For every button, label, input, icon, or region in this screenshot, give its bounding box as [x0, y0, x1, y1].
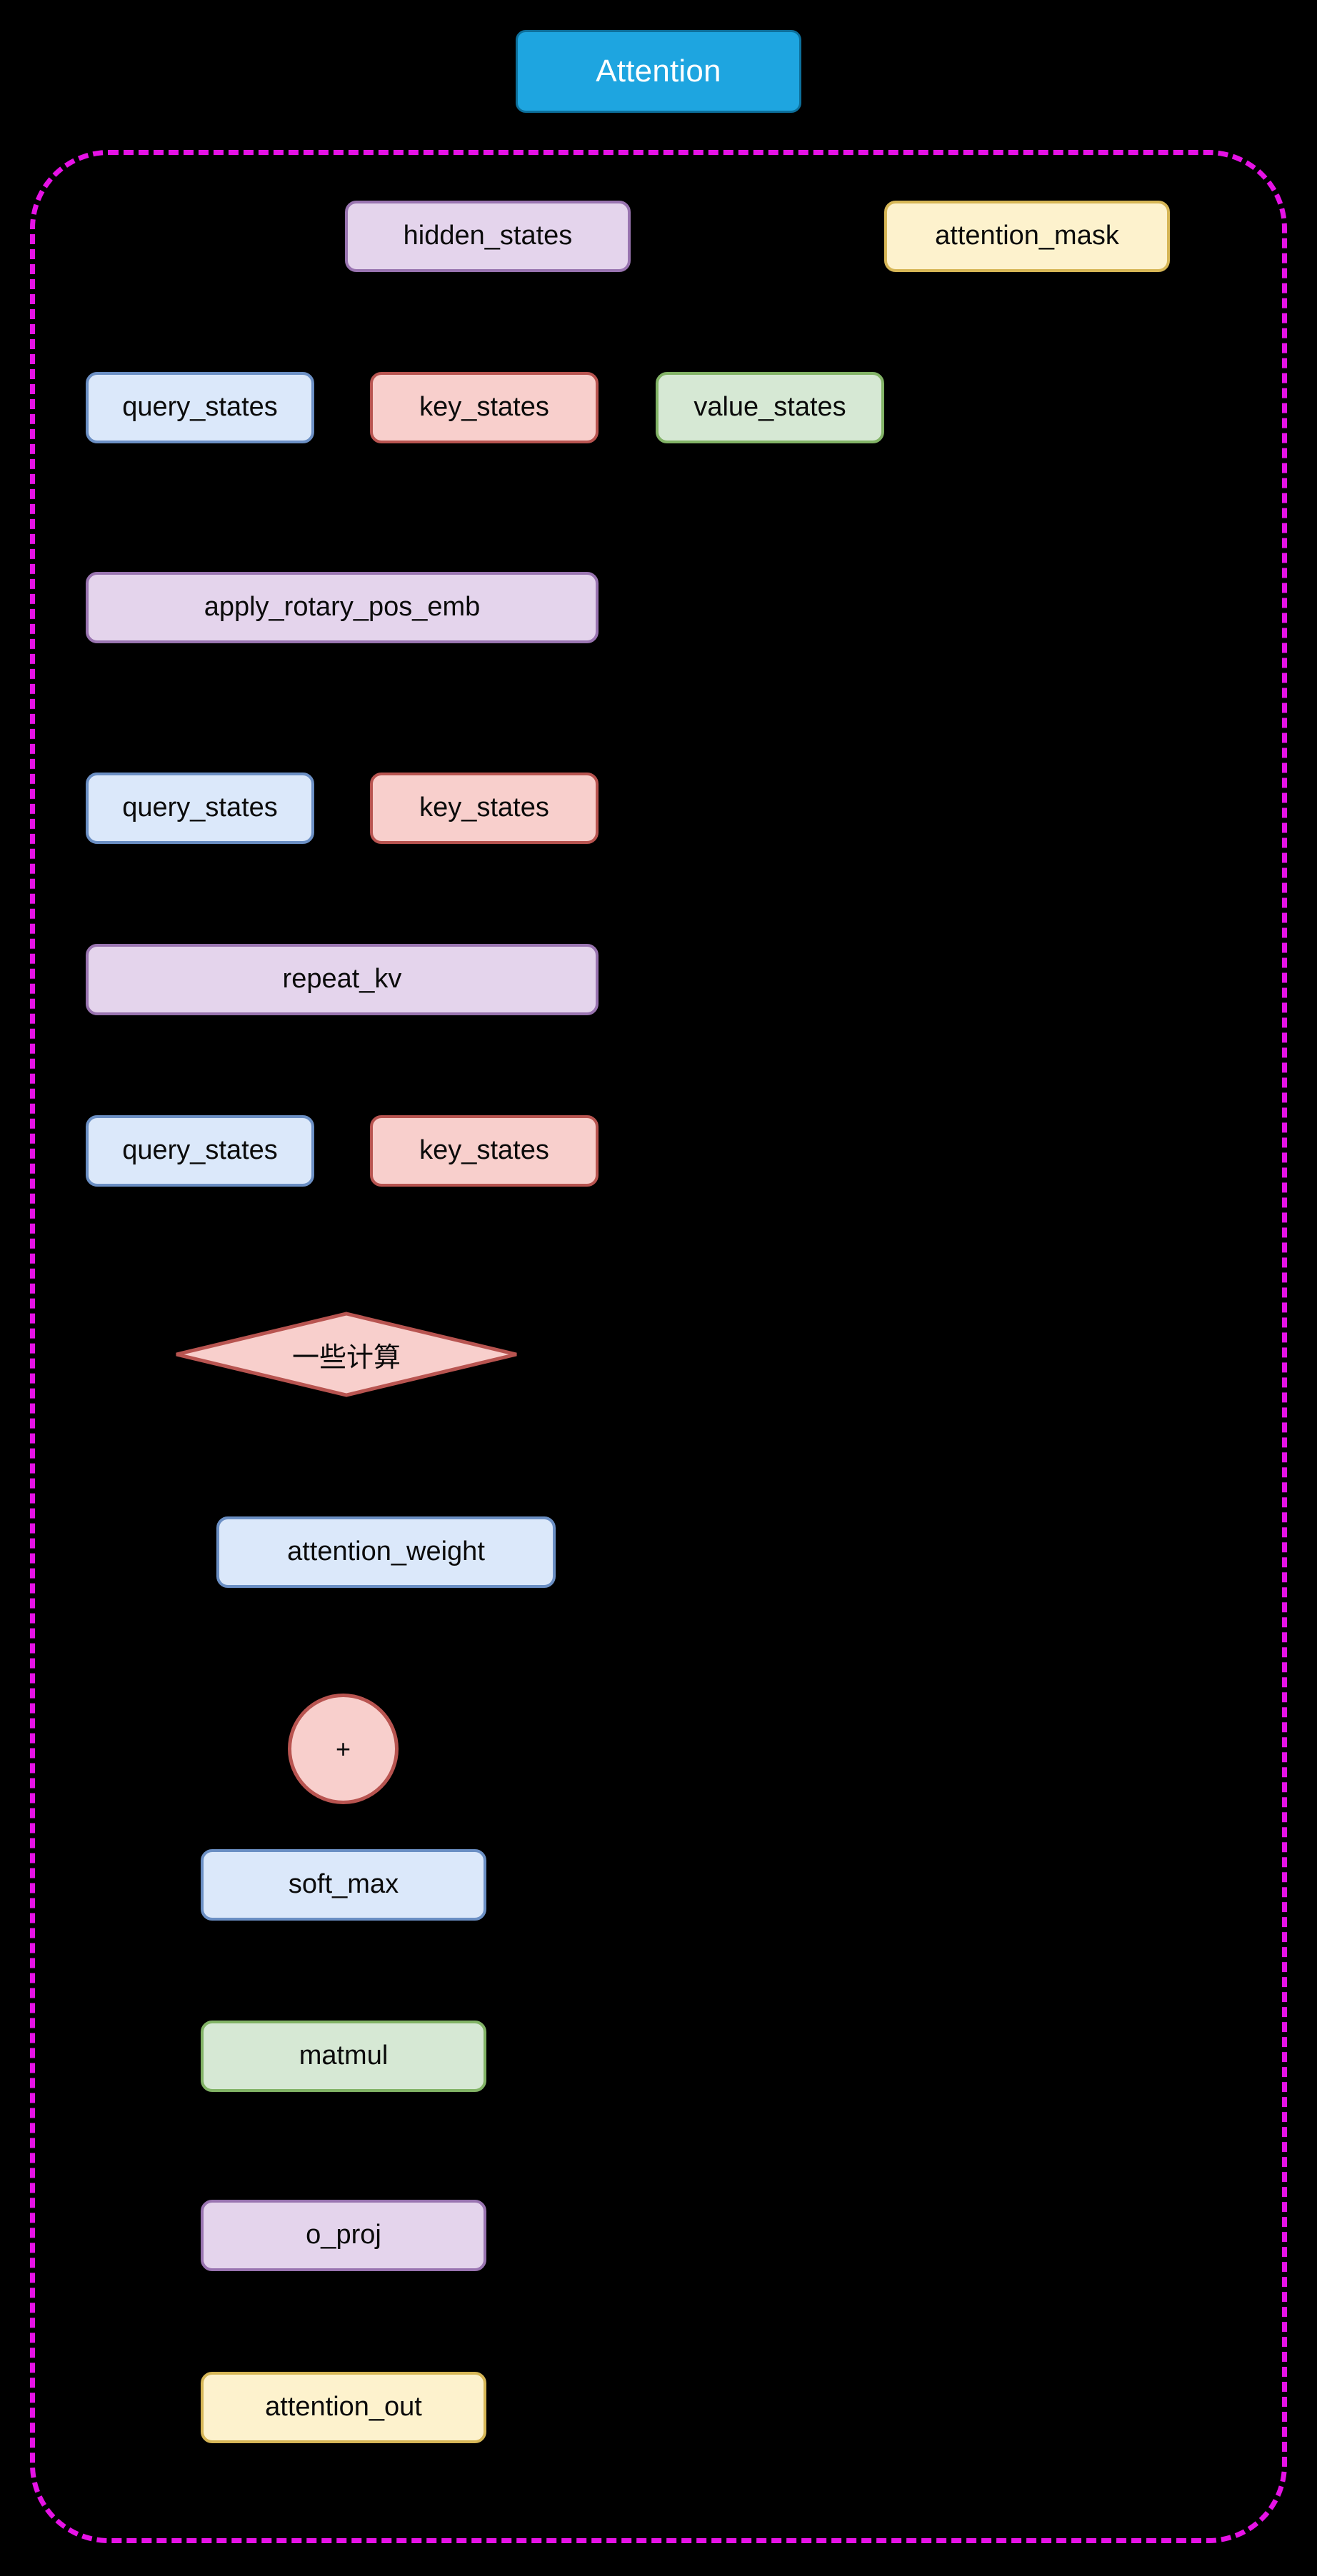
diagram-node-label: key_states: [419, 793, 549, 823]
diagram-node-label: matmul: [299, 2041, 389, 2071]
diagram-node-key_states_2[interactable]: key_states: [370, 773, 599, 844]
diagram-node-soft_max[interactable]: soft_max: [201, 1849, 486, 1921]
diamond-shape: [176, 1312, 517, 1397]
diagram-node-label: apply_rotary_pos_emb: [204, 592, 481, 623]
diagram-node-label: attention_weight: [287, 1536, 485, 1567]
attention-subgraph-boundary: [30, 150, 1287, 2543]
diagram-node-repeat_kv[interactable]: repeat_kv: [86, 944, 599, 1015]
diagram-node-attention_mask[interactable]: attention_mask: [884, 201, 1170, 272]
diagram-node-key_states_1[interactable]: key_states: [370, 372, 599, 443]
diagram-node-label: query_states: [122, 1135, 278, 1166]
diagram-node-attention_weight[interactable]: attention_weight: [216, 1516, 556, 1588]
diagram-node-label: hidden_states: [403, 221, 573, 251]
diagram-node-query_states_2[interactable]: query_states: [86, 773, 314, 844]
diagram-node-label: query_states: [122, 392, 278, 423]
diagram-node-label: query_states: [122, 793, 278, 823]
diagram-node-attention_out[interactable]: attention_out: [201, 2372, 486, 2443]
diagram-title-label: Attention: [596, 54, 721, 89]
diagram-title-node[interactable]: Attention: [516, 30, 801, 113]
diagram-node-label: value_states: [693, 392, 846, 423]
diagram-node-label: attention_out: [265, 2392, 422, 2422]
diagram-node-label: attention_mask: [935, 221, 1119, 251]
diagram-node-hidden_states[interactable]: hidden_states: [345, 201, 631, 272]
diagram-node-o_proj[interactable]: o_proj: [201, 2200, 486, 2271]
diagram-node-key_states_3[interactable]: key_states: [370, 1115, 599, 1187]
diagram-node-query_states_1[interactable]: query_states: [86, 372, 314, 443]
diagram-node-some_computation[interactable]: 一些计算: [175, 1312, 518, 1397]
diagram-node-matmul[interactable]: matmul: [201, 2021, 486, 2092]
diagram-node-apply_rotary_pos_emb[interactable]: apply_rotary_pos_emb: [86, 572, 599, 643]
diagram-node-label: +: [335, 1734, 351, 1764]
diagram-node-label: o_proj: [306, 2220, 381, 2250]
diagram-node-label: key_states: [419, 1135, 549, 1166]
diagram-node-label: key_states: [419, 392, 549, 423]
diagram-node-query_states_3[interactable]: query_states: [86, 1115, 314, 1187]
diagram-node-plus[interactable]: +: [288, 1694, 399, 1804]
diagram-node-value_states_1[interactable]: value_states: [656, 372, 884, 443]
diagram-node-label: soft_max: [288, 1869, 399, 1900]
diagram-node-label: repeat_kv: [282, 964, 402, 995]
